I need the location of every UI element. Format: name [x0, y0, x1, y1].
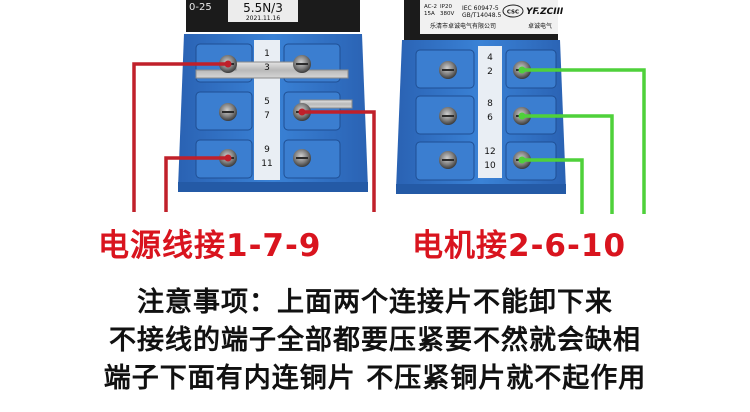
terminal-number: 11 [261, 159, 272, 169]
svg-text:380V: 380V [440, 11, 454, 17]
terminal-number: 4 [487, 53, 493, 63]
left-switch-date: 2021.11.16 [246, 15, 281, 22]
svg-text:IP20: IP20 [440, 4, 452, 10]
caption-line-2: 不接线的端子全部都要压紧要不然就会缺相 [109, 325, 641, 356]
left-switch-fragment: 0-25 [189, 2, 212, 13]
right-switch-maker: 乐清市卓诚电气有限公司 [430, 22, 496, 30]
terminal-number: 5 [264, 97, 270, 107]
terminal-number: 2 [487, 67, 493, 77]
terminal-number: 7 [264, 111, 270, 121]
motor-wire-markers [522, 68, 646, 214]
right-switch-maker-short: 卓诚电气 [528, 22, 552, 30]
power-wire-7 [302, 110, 376, 212]
terminal-number: 9 [264, 145, 270, 155]
right-switch-standard-2: GB/T14048.5 [462, 12, 501, 19]
motor-wire-6 [522, 114, 614, 214]
caption-line-3: 端子下面有内连铜片 不压紧铜片就不起作用 [103, 363, 647, 394]
right-terminal-number-strip [478, 46, 502, 178]
csc-badge-icon [502, 4, 524, 18]
power-wire-1 [132, 62, 228, 212]
motor-wiring-label: 电机接2-6-10 [412, 228, 627, 264]
power-wire-9 [164, 156, 228, 212]
left-switch: 5.5N/3 2021.11.16 0-25 1 3 [178, 0, 368, 192]
terminal-number: 6 [487, 113, 493, 123]
svg-text:CSC: CSC [507, 10, 519, 16]
left-switch-model: 5.5N/3 [243, 1, 283, 15]
right-switch: AC-2 15A IP20 380V IEC 60947-5 GB/T14048… [396, 0, 566, 194]
left-switch-label-plate [228, 0, 298, 22]
terminal-number: 8 [487, 99, 493, 109]
terminal-number: 12 [484, 147, 495, 157]
right-switch-label-plate [420, 0, 558, 34]
caption-line-1: 注意事项：上面两个连接片不能卸下来 [137, 287, 613, 318]
svg-text:AC-2: AC-2 [424, 4, 437, 10]
motor-wire-10 [522, 158, 584, 214]
terminal-number: 10 [484, 161, 496, 171]
power-wire-markers [132, 62, 376, 212]
terminal-number: 1 [264, 49, 270, 59]
right-switch-standard-1: IEC 60947-5 [462, 5, 499, 12]
terminal-number: 3 [264, 63, 270, 73]
motor-wire-2 [522, 68, 646, 214]
right-switch-brand: YF.ZCIII [526, 7, 564, 17]
power-wiring-label: 电源线接1-7-9 [98, 228, 322, 264]
svg-text:15A: 15A [424, 11, 435, 17]
